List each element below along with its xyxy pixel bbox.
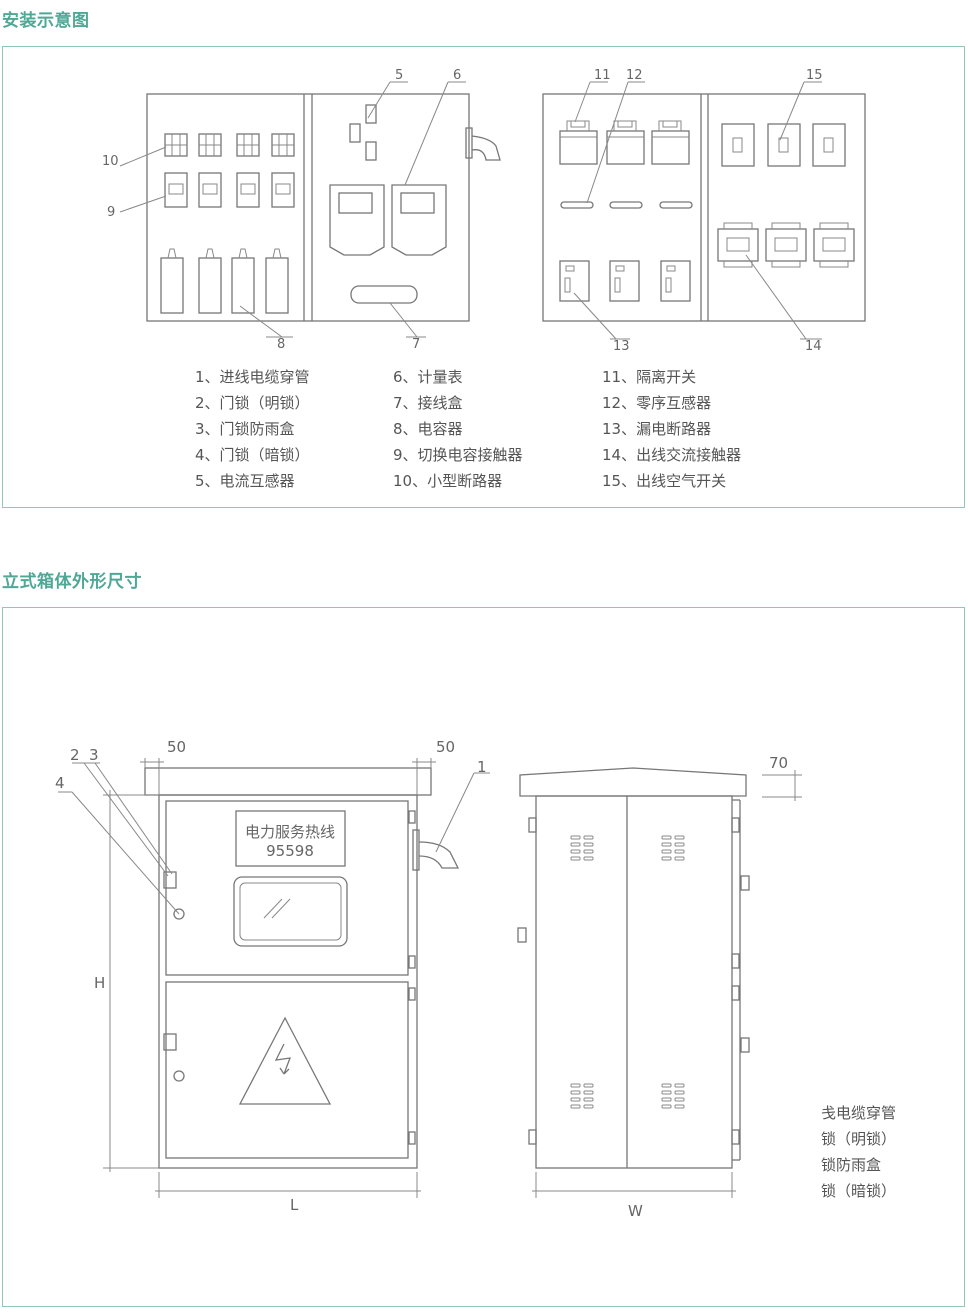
- left-cabinet: [146, 93, 501, 322]
- callout-15: 15: [806, 68, 823, 83]
- callout-4: 4: [55, 774, 65, 792]
- callout-8: 8: [277, 337, 285, 352]
- callout-13: 13: [613, 339, 630, 354]
- installation-diagram: 5 6 10 9 8 7 11 12 15 13 14: [102, 68, 866, 354]
- front-view: [58, 758, 490, 1198]
- callout-5: 5: [395, 68, 403, 83]
- legend-item: 8、电容器: [393, 420, 463, 438]
- legend-item: 1、进线电缆穿管: [195, 368, 310, 386]
- callout-14: 14: [805, 339, 822, 354]
- dim-left-margin: 50: [167, 738, 186, 756]
- callout-11: 11: [594, 68, 611, 83]
- legend-item: 7、接线盒: [393, 394, 463, 412]
- legend-item: 6、计量表: [393, 368, 463, 386]
- meters: [329, 184, 447, 256]
- side-note: 锁（明锁）: [821, 1130, 897, 1148]
- legend-item: 2、门锁（明锁）: [195, 394, 310, 412]
- legend-item: 11、隔离开关: [602, 368, 697, 386]
- callout-12: 12: [626, 68, 643, 83]
- callout-6: 6: [453, 68, 461, 83]
- callout-3: 3: [89, 746, 99, 764]
- callout-10: 10: [102, 154, 119, 169]
- leader-lines: [119, 81, 822, 340]
- side-note: 戋电缆穿管: [821, 1104, 897, 1122]
- capacitor-contactors: [164, 172, 295, 208]
- side-note: 锁（暗锁）: [821, 1182, 897, 1200]
- dim-width: W: [628, 1202, 643, 1220]
- dim-length: L: [290, 1196, 299, 1214]
- callout-7: 7: [412, 337, 420, 352]
- right-cabinet: [542, 93, 866, 322]
- capacitors: [160, 248, 289, 314]
- dim-right-margin: 50: [436, 738, 455, 756]
- vents: [570, 835, 685, 1109]
- legend-item: 9、切换电容接触器: [393, 446, 523, 464]
- installation-panel: [2, 46, 965, 508]
- dimension-panel: [2, 607, 965, 1307]
- legend-item: 10、小型断路器: [393, 472, 503, 490]
- callout-1: 1: [477, 758, 487, 776]
- dim-height: H: [94, 974, 105, 992]
- side-view: [517, 767, 802, 1198]
- legend-column-3: 11、隔离开关 12、零序互感器 13、漏电断路器 14、出线交流接触器 15、…: [602, 364, 741, 494]
- legend-item: 15、出线空气开关: [602, 472, 727, 490]
- callout-9: 9: [107, 205, 115, 220]
- small-breakers: [164, 133, 295, 157]
- dim-roof-overhang: 70: [769, 754, 788, 772]
- legend-column-1: 1、进线电缆穿管 2、门锁（明锁） 3、门锁防雨盒 4、门锁（暗锁） 5、电流互…: [195, 364, 310, 494]
- legend-item: 5、电流互感器: [195, 472, 295, 490]
- legend-item: 13、漏电断路器: [602, 420, 712, 438]
- legend-item: 12、零序互感器: [602, 394, 712, 412]
- installation-title: 安装示意图: [2, 11, 90, 31]
- sign-line-2: 95598: [266, 842, 314, 860]
- legend-column-2: 6、计量表 7、接线盒 8、电容器 9、切换电容接触器 10、小型断路器: [393, 364, 523, 494]
- legend-item: 14、出线交流接触器: [602, 446, 742, 464]
- legend-item: 3、门锁防雨盒: [195, 420, 295, 438]
- side-notes: 戋电缆穿管 锁（明锁） 锁防雨盒 锁（暗锁）: [821, 1100, 896, 1204]
- side-note: 锁防雨盒: [821, 1156, 882, 1174]
- callout-2: 2: [70, 746, 80, 764]
- dimension-title: 立式箱体外形尺寸: [2, 572, 142, 592]
- sign-line-1: 电力服务热线: [245, 823, 335, 841]
- legend-item: 4、门锁（暗锁）: [195, 446, 310, 464]
